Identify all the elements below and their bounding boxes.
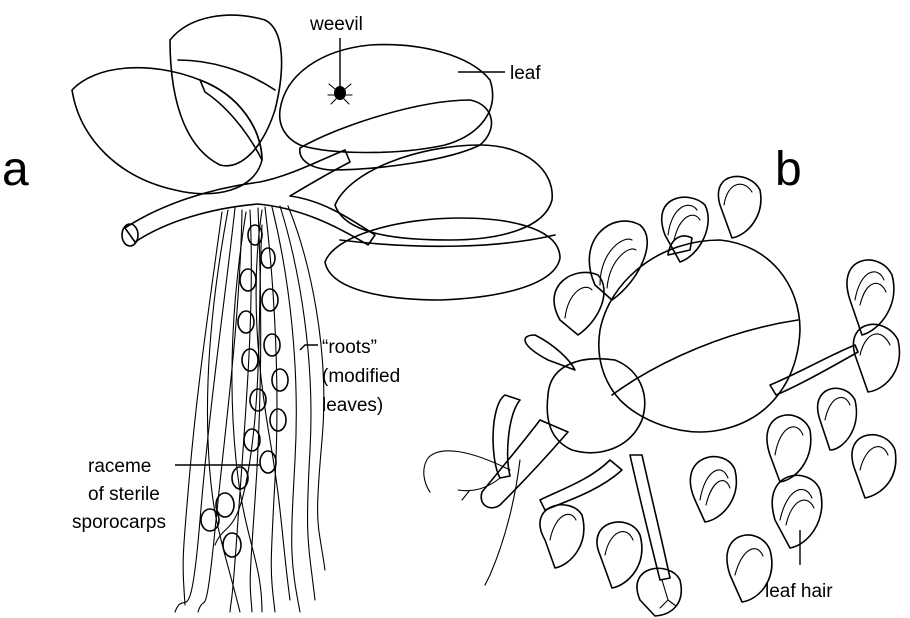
leaf-hairs [539, 175, 901, 617]
sporocarp-raceme [200, 224, 289, 558]
callout-roots-1: “roots” [322, 337, 377, 358]
stem [124, 149, 376, 246]
leaf-lower-right [324, 217, 561, 301]
callout-roots-3: leaves) [322, 395, 383, 416]
leaf-left [71, 66, 263, 195]
stem-cut-end [121, 223, 139, 247]
leaf-fold [177, 59, 276, 91]
callout-raceme-1: raceme [88, 456, 151, 477]
panel-label-a: a [2, 143, 29, 196]
callout-raceme-2: of sterile [88, 484, 160, 505]
roots [174, 205, 326, 613]
leaf-right [334, 144, 553, 241]
panel-label-b: b [775, 143, 802, 196]
leaf-upper-left [169, 14, 283, 167]
callout-roots-2: (modified [322, 366, 400, 387]
weevil-large [423, 235, 859, 609]
callout-leaf: leaf [510, 63, 541, 84]
leaf-center [278, 43, 494, 154]
callout-weevil: weevil [309, 14, 363, 35]
leader-lines [175, 38, 801, 565]
leaf-midline [339, 234, 556, 248]
callout-leaf-hair: leaf hair [765, 581, 833, 602]
fern-plant [71, 14, 561, 613]
callout-raceme-3: sporocarps [72, 512, 166, 533]
weevil-small-icon [327, 83, 353, 105]
